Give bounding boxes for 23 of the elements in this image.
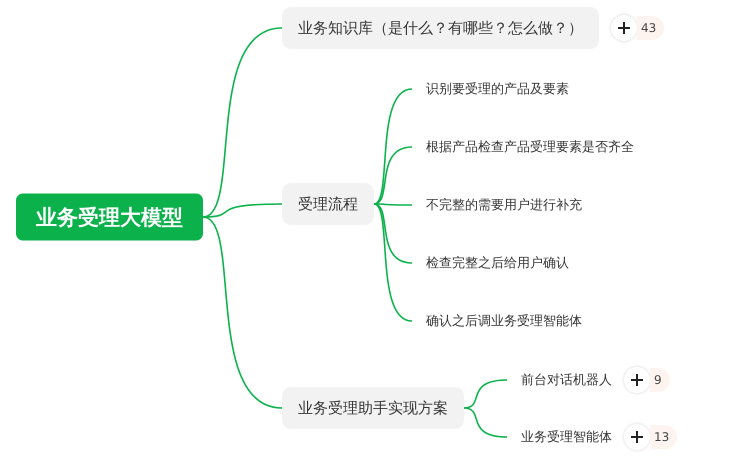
branch-line bbox=[202, 216, 282, 409]
branch-line bbox=[374, 88, 412, 205]
branch-line bbox=[464, 379, 508, 409]
branch-line bbox=[202, 203, 282, 218]
child-count: 9 bbox=[650, 368, 670, 392]
subtopic-text: 业务受理智能体 bbox=[507, 425, 612, 449]
root-topic: 业务受理大模型 bbox=[16, 194, 203, 240]
topic-box: 受理流程 bbox=[282, 183, 374, 225]
branch-line bbox=[374, 203, 412, 322]
branch-line bbox=[374, 203, 412, 264]
subtopic-text: 前台对话机器人 bbox=[507, 368, 612, 392]
branch-line bbox=[374, 146, 412, 205]
branch-line bbox=[374, 203, 412, 206]
subtopic-text: 识别要受理的产品及要素 bbox=[412, 77, 569, 101]
topic-box: 业务知识库（是什么？有哪些？怎么做？） bbox=[282, 7, 599, 49]
branch-line bbox=[464, 407, 508, 438]
topic-box: 业务受理助手实现方案 bbox=[282, 387, 464, 429]
child-count: 13 bbox=[650, 425, 678, 449]
subtopic-text: 确认之后调业务受理智能体 bbox=[412, 309, 582, 333]
child-count: 43 bbox=[637, 16, 664, 40]
subtopic-text: 检查完整之后给用户确认 bbox=[412, 251, 569, 275]
subtopic-text: 不完整的需要用户进行补充 bbox=[412, 193, 582, 217]
subtopic-text: 根据产品检查产品受理要素是否齐全 bbox=[412, 135, 634, 159]
